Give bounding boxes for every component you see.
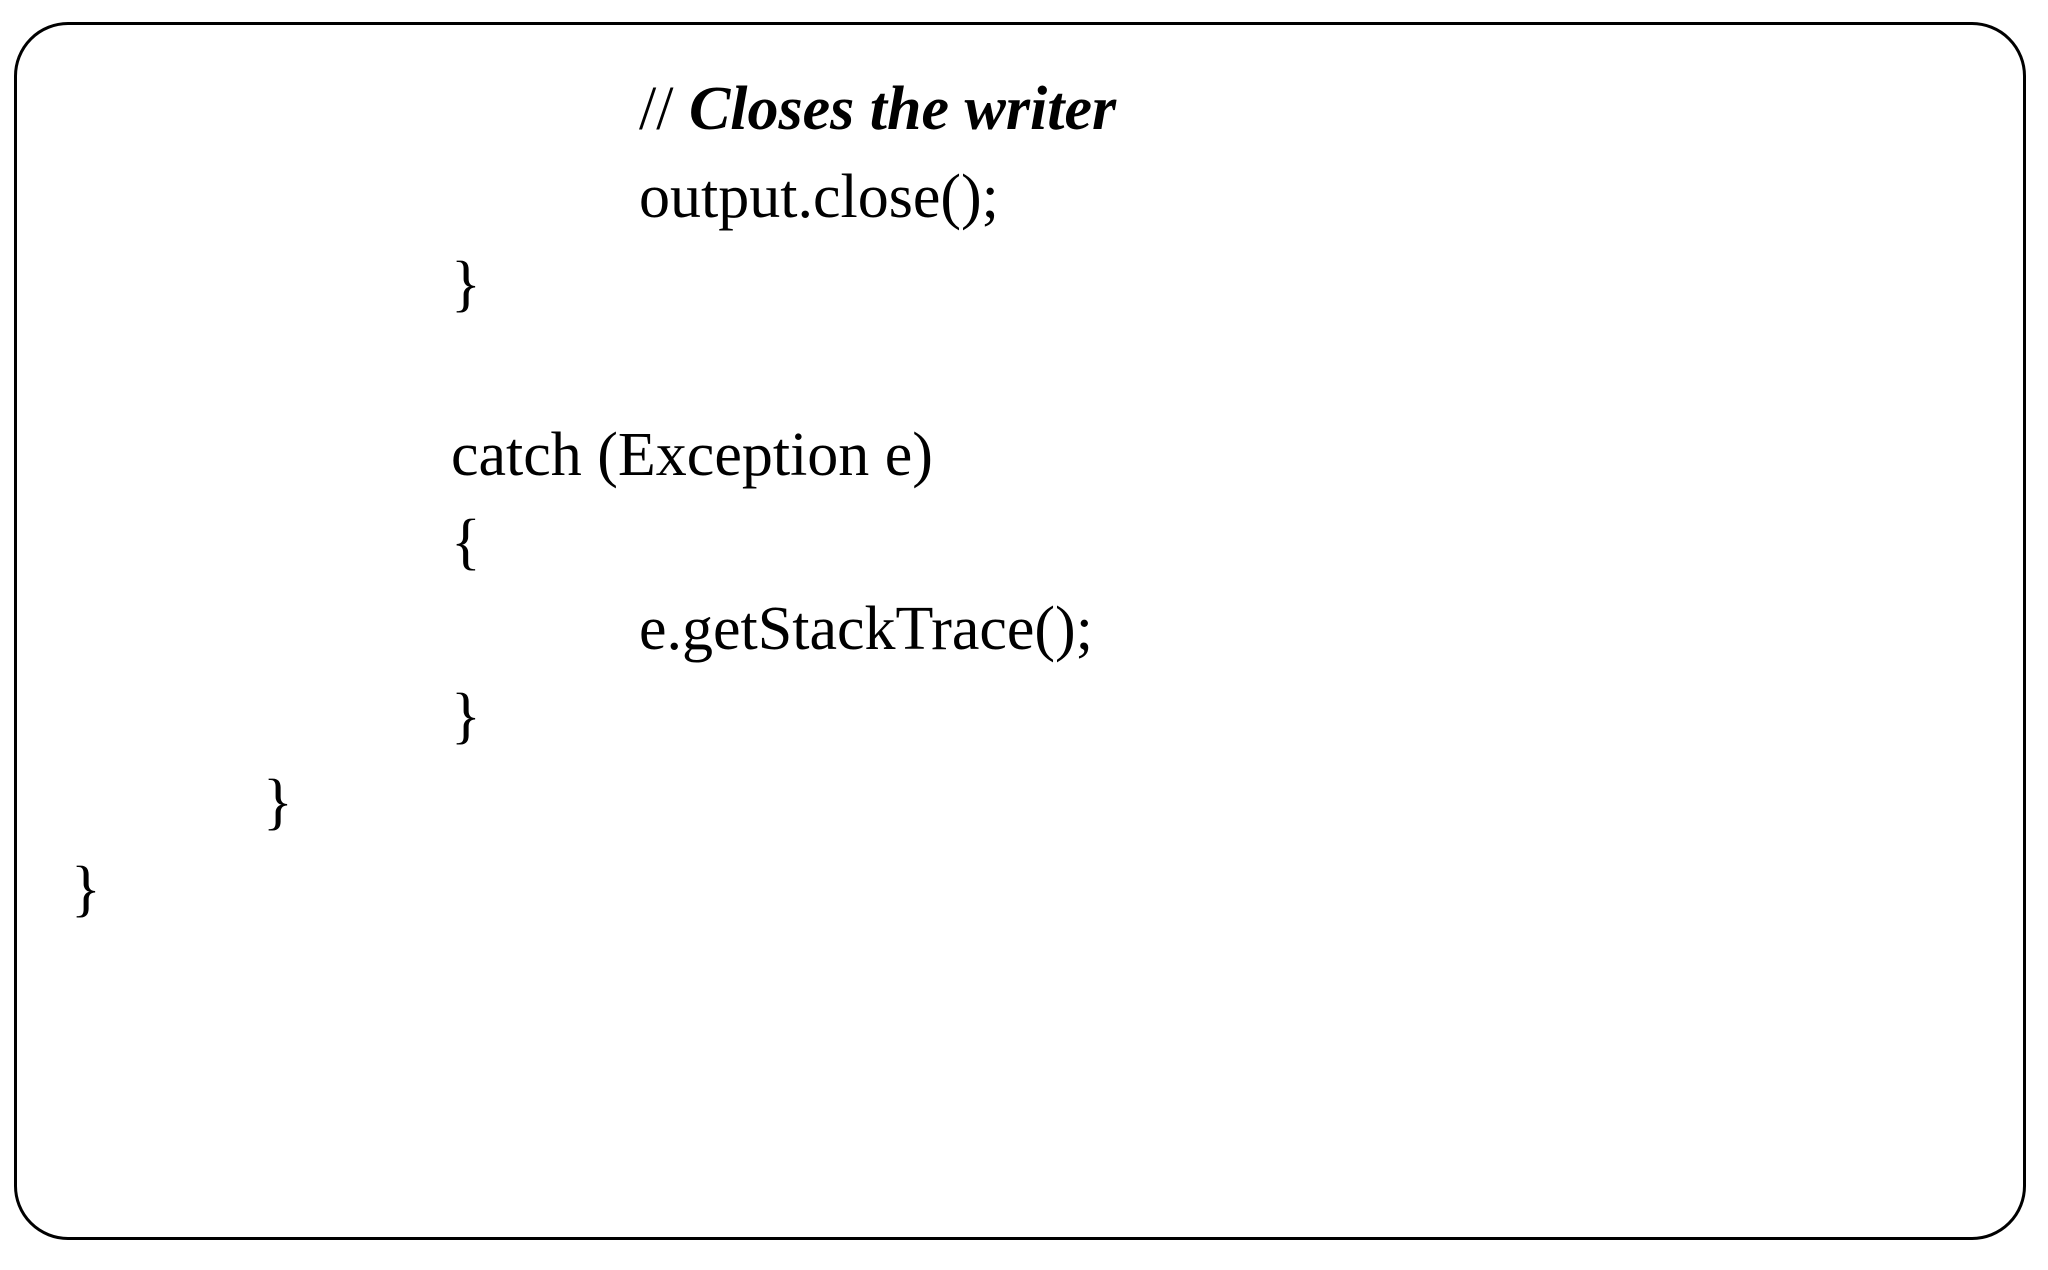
code-listing-frame: // Closes the writer output.close(); } c…: [14, 22, 2026, 1240]
code-line-catch: catch (Exception e): [451, 421, 933, 489]
code-line-opening-brace-catch: {: [451, 508, 481, 576]
comment-text: Closes the writer: [688, 75, 1117, 143]
code-line-closing-brace-class: }: [71, 855, 101, 923]
code-line-closing-brace-try: }: [451, 250, 481, 318]
code-line-output-close: output.close();: [639, 163, 999, 231]
code-line-closing-brace-method: }: [263, 768, 293, 836]
code-line-get-stack-trace: e.getStackTrace();: [639, 595, 1093, 663]
code-comment-line: // Closes the writer: [639, 78, 1116, 140]
code-line-closing-brace-catch: }: [451, 682, 481, 750]
comment-marker: //: [639, 75, 674, 143]
